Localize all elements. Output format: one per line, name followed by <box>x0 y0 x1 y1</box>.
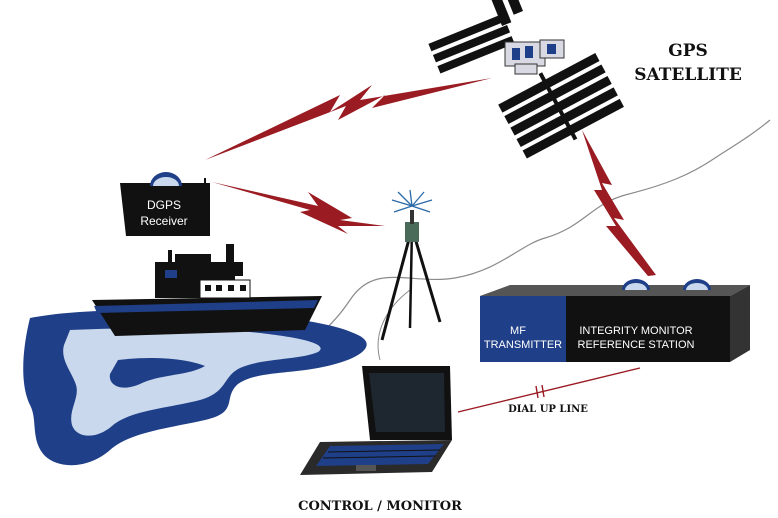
satellite-modules <box>504 39 565 75</box>
receiver-label-line2: Receiver <box>140 214 187 228</box>
signal-satellite-to-station <box>582 130 656 276</box>
receiver-label-line1: DGPS <box>147 198 181 212</box>
gps-label-line1: GPS <box>668 41 708 61</box>
mf-label-line2: TRANSMITTER <box>484 339 562 351</box>
dgps-receiver <box>120 172 210 236</box>
gps-label-line2: SATELLITE <box>634 65 742 85</box>
mf-label-line1: MF <box>510 325 526 337</box>
reference-station <box>480 279 750 362</box>
ship <box>92 244 322 336</box>
satellite-solar-array-upper <box>428 0 524 74</box>
mf-transmitter-antenna <box>380 189 442 341</box>
laptop <box>300 366 452 475</box>
laptop-cable <box>377 289 411 361</box>
control-monitor-label: CONTROL / MONITOR <box>298 499 462 514</box>
signal-satellite-to-receiver <box>205 78 492 160</box>
dial-up-break-2 <box>541 384 545 398</box>
coastline <box>257 119 771 371</box>
integrity-label-line1: INTEGRITY MONITOR <box>579 325 692 337</box>
water <box>23 310 367 466</box>
dial-up-line <box>457 367 641 413</box>
dial-up-break-1 <box>535 385 539 399</box>
dial-up-line-label: DIAL UP LINE <box>508 404 588 415</box>
antenna-rays <box>391 189 433 213</box>
signal-receiver-to-antenna <box>212 182 385 234</box>
gps-satellite <box>428 0 624 159</box>
integrity-label-line2: REFERENCE STATION <box>578 339 695 351</box>
satellite-solar-array-lower <box>498 52 624 159</box>
